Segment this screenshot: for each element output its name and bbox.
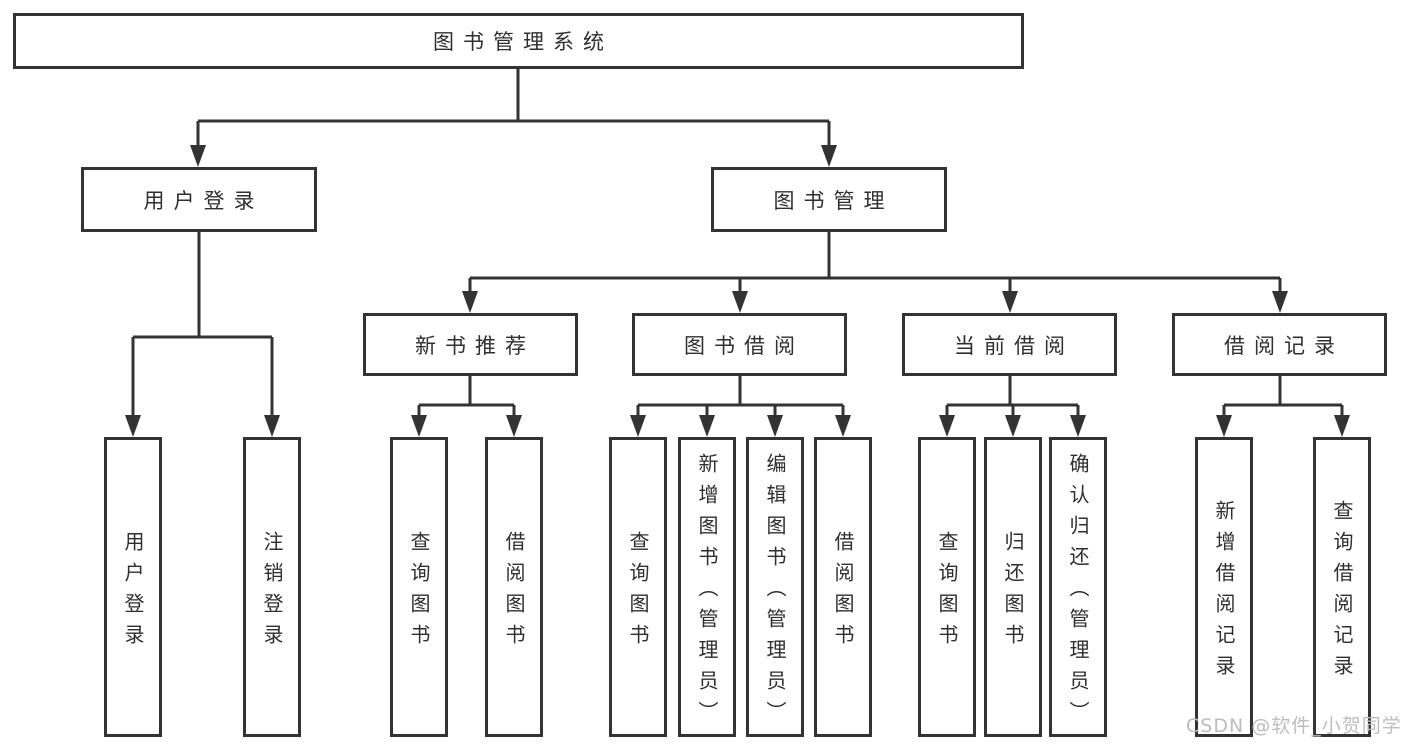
node-leaf-return-books: 归还图书 bbox=[984, 437, 1042, 737]
arrowheads-user-login-branch bbox=[125, 415, 280, 437]
connector-book-mgmt-branch bbox=[468, 232, 1282, 293]
node-leaf-return-books-label: 归还图书 bbox=[1001, 530, 1025, 655]
node-book-management-label: 图书管理 bbox=[773, 188, 894, 213]
node-root-system: 图书管理系统 bbox=[13, 13, 1024, 69]
arrowheads-book-mgmt-branch bbox=[462, 291, 1288, 313]
node-leaf-confirm-return-admin-label: 确认归还（管理员） bbox=[1066, 453, 1090, 732]
node-borrow-records: 借阅记录 bbox=[1172, 313, 1387, 376]
node-leaf-add-borrow-record-label: 新增借阅记录 bbox=[1212, 499, 1236, 686]
node-leaf-add-borrow-record: 新增借阅记录 bbox=[1195, 437, 1253, 737]
node-leaf-user-login: 用户登录 bbox=[104, 437, 162, 737]
node-leaf-borrow-books-recommend-label: 借阅图书 bbox=[502, 530, 526, 655]
connector-user-login-branch bbox=[131, 232, 274, 417]
node-leaf-logout-label: 注销登录 bbox=[260, 530, 284, 655]
node-leaf-edit-books-admin: 编辑图书（管理员） bbox=[746, 437, 804, 737]
node-current-borrowing: 当前借阅 bbox=[902, 313, 1117, 376]
node-current-borrowing-label: 当前借阅 bbox=[954, 333, 1074, 358]
node-book-borrowing: 图书借阅 bbox=[632, 313, 847, 376]
node-root-system-label: 图书管理系统 bbox=[433, 30, 613, 54]
node-new-book-recommend-label: 新书推荐 bbox=[415, 333, 535, 358]
node-leaf-borrow-books-label: 借阅图书 bbox=[831, 530, 855, 655]
node-leaf-logout: 注销登录 bbox=[243, 437, 301, 737]
node-borrow-records-label: 借阅记录 bbox=[1224, 333, 1344, 358]
node-leaf-query-books-borrowing: 查询图书 bbox=[609, 437, 667, 737]
csdn-watermark: CSDN @软件_小贺同学 bbox=[1186, 715, 1402, 737]
node-new-book-recommend: 新书推荐 bbox=[363, 313, 578, 376]
node-leaf-borrow-books-recommend: 借阅图书 bbox=[485, 437, 543, 737]
node-leaf-query-borrow-record-label: 查询借阅记录 bbox=[1330, 499, 1354, 686]
node-leaf-confirm-return-admin: 确认归还（管理员） bbox=[1049, 437, 1107, 737]
node-leaf-query-books-recommend: 查询图书 bbox=[390, 437, 448, 737]
node-leaf-edit-books-admin-label: 编辑图书（管理员） bbox=[763, 453, 787, 732]
arrowheads-new-book-branch bbox=[411, 415, 522, 437]
node-user-login: 用户登录 bbox=[81, 167, 317, 232]
connector-borrow-records-branch bbox=[1222, 376, 1344, 417]
node-leaf-add-books-admin: 新增图书（管理员） bbox=[678, 437, 736, 737]
node-leaf-query-books-recommend-label: 查询图书 bbox=[407, 530, 431, 655]
node-leaf-borrow-books: 借阅图书 bbox=[814, 437, 872, 737]
node-user-login-label: 用户登录 bbox=[143, 188, 264, 213]
node-leaf-add-books-admin-label: 新增图书（管理员） bbox=[695, 453, 719, 732]
connector-new-book-branch bbox=[417, 376, 516, 417]
arrowheads-book-borrowing-branch bbox=[630, 415, 851, 437]
node-leaf-query-books-current-label: 查询图书 bbox=[935, 530, 959, 655]
node-leaf-user-login-label: 用户登录 bbox=[121, 530, 145, 655]
node-leaf-query-books-current: 查询图书 bbox=[918, 437, 976, 737]
node-leaf-query-borrow-record: 查询借阅记录 bbox=[1313, 437, 1371, 737]
connector-current-borrowing-branch bbox=[945, 376, 1080, 417]
arrowheads-current-borrowing-branch bbox=[939, 415, 1086, 437]
node-book-borrowing-label: 图书借阅 bbox=[684, 333, 804, 358]
arrowheads-borrow-records-branch bbox=[1216, 415, 1350, 437]
node-leaf-query-books-borrowing-label: 查询图书 bbox=[626, 530, 650, 655]
arrowheads-root-branch bbox=[190, 145, 837, 167]
connector-root-branch bbox=[196, 69, 831, 147]
node-book-management: 图书管理 bbox=[711, 167, 947, 232]
connector-book-borrowing-branch bbox=[636, 376, 845, 417]
